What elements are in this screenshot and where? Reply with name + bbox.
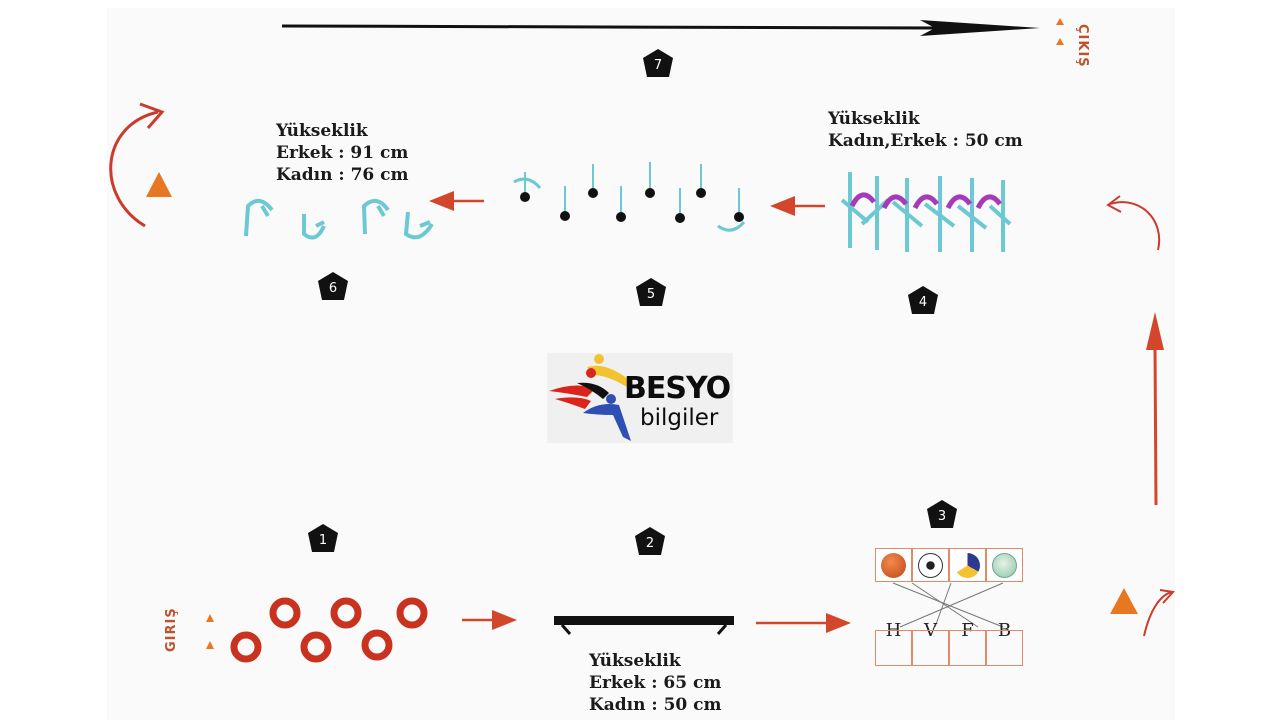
left-turn-arrow xyxy=(109,102,172,228)
station-number-2: 2 xyxy=(646,536,654,551)
station-badge-7: 7 xyxy=(641,47,675,79)
athlete-figures-icon xyxy=(549,354,633,441)
flow-arrows xyxy=(429,191,851,633)
basketball-icon xyxy=(881,552,906,578)
station4-hurdles xyxy=(840,172,1012,252)
station-number-6: 6 xyxy=(329,281,337,296)
drop-box-f xyxy=(949,630,986,666)
station-badge-1: 1 xyxy=(306,522,340,554)
station-number-4: 4 xyxy=(919,295,927,310)
station6-turn-markers xyxy=(244,198,434,240)
volleyball-icon xyxy=(955,552,980,578)
besyo-logo: BESYO bilgiler xyxy=(547,353,733,443)
exit-label: ÇIKIŞ xyxy=(1075,24,1090,68)
station3-box-row xyxy=(875,630,1023,666)
entry-cones xyxy=(206,614,214,649)
station5-poles xyxy=(513,162,746,232)
station4-height-label: Yükseklik Kadın,Erkek : 50 cm xyxy=(828,108,1023,152)
logo-title: BESYO xyxy=(624,371,731,406)
station-number-3: 3 xyxy=(938,509,946,524)
volleyball-cell xyxy=(949,548,986,582)
station6-line2: Kadın : 76 cm xyxy=(276,165,409,185)
station3-ball-row xyxy=(875,548,1023,582)
station-number-5: 5 xyxy=(647,287,655,302)
right-turn-arrow-bottom xyxy=(1110,588,1175,637)
right-vertical-arrow xyxy=(1146,312,1164,506)
station-badge-4: 4 xyxy=(906,284,940,316)
station6-title: Yükseklik xyxy=(276,121,368,141)
station2-title: Yükseklik xyxy=(589,651,681,671)
right-turn-arrow-top xyxy=(1106,195,1161,251)
entry-label: GIRIŞ xyxy=(164,607,179,652)
station1-hoops xyxy=(230,597,428,663)
soccer-ball-icon xyxy=(918,552,943,578)
handball-icon xyxy=(992,552,1017,578)
handball-cell xyxy=(986,548,1023,582)
station6-height-label: Yükseklik Erkek : 91 cm Kadın : 76 cm xyxy=(276,120,409,186)
drop-box-v xyxy=(912,630,949,666)
logo-subtitle: bilgiler xyxy=(640,405,719,431)
drop-box-h xyxy=(875,630,912,666)
drop-box-b xyxy=(986,630,1023,666)
station-badge-5: 5 xyxy=(634,276,668,308)
station2-line2: Kadın : 50 cm xyxy=(589,695,722,715)
station3-lines xyxy=(892,582,1004,628)
station2-bench xyxy=(554,616,734,635)
station2-height-label: Yükseklik Erkek : 65 cm Kadın : 50 cm xyxy=(589,650,722,716)
station-number-7: 7 xyxy=(654,58,662,73)
station-badge-2: 2 xyxy=(633,525,667,557)
station4-line1: Kadın,Erkek : 50 cm xyxy=(828,131,1023,151)
station-badge-6: 6 xyxy=(316,270,350,302)
basketball-cell xyxy=(875,548,912,582)
station-number-1: 1 xyxy=(319,533,327,548)
exit-cones xyxy=(1056,18,1064,45)
top-direction-arrow xyxy=(281,20,1040,36)
station2-line1: Erkek : 65 cm xyxy=(589,673,722,693)
station4-title: Yükseklik xyxy=(828,109,920,129)
station6-line1: Erkek : 91 cm xyxy=(276,143,409,163)
soccer-ball-cell xyxy=(912,548,949,582)
station-badge-3: 3 xyxy=(925,498,959,530)
